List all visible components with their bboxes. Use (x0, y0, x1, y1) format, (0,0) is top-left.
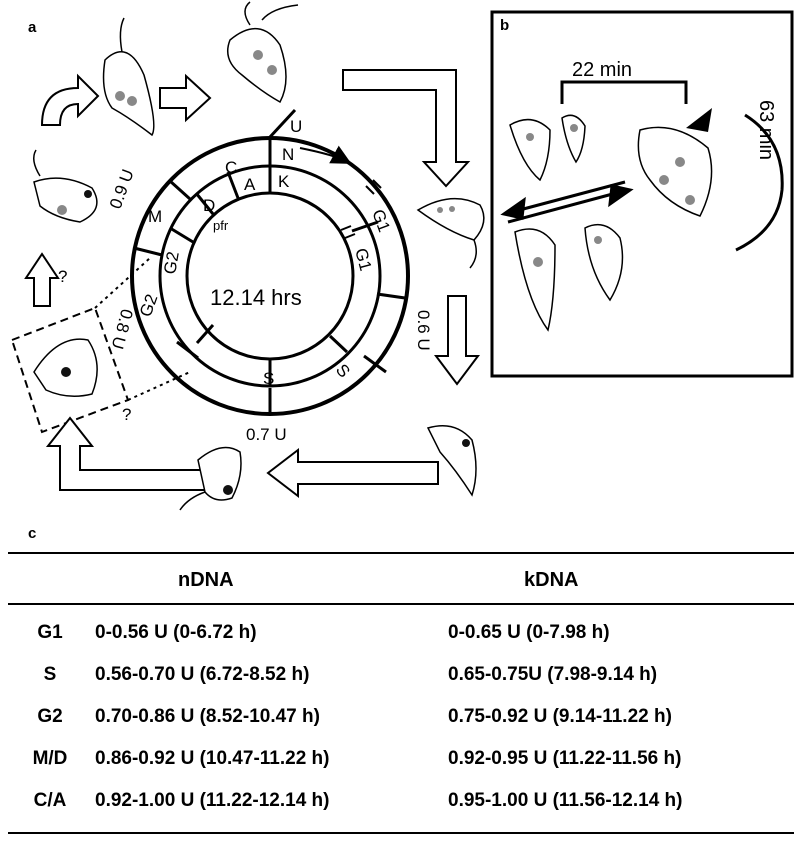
header-ndna: nDNA (178, 569, 234, 591)
table-row: S 0.56-0.70 U (6.72-8.52 h) 0.65-0.75U (… (0, 664, 800, 696)
segment-inner-g1: G1 (351, 246, 375, 273)
block-arrows (24, 69, 480, 499)
arrow-left-bottom (266, 447, 439, 499)
segment-outer-c: C (225, 158, 237, 177)
curved-arrow-start (40, 73, 100, 126)
table-bottom-rule (8, 832, 794, 834)
trypanosome-cells (33, 1, 485, 511)
kdna-cell: 0-0.65 U (0-7.98 h) (448, 622, 610, 643)
arrow-corner-top-right (342, 69, 471, 188)
panel-b-cells (509, 114, 713, 332)
exchange-arrows (500, 180, 634, 224)
panel-label-b: b (500, 17, 509, 34)
table-top-rule (8, 552, 794, 554)
question-mark-upper: ? (58, 267, 67, 286)
arrow-right-top (159, 73, 212, 123)
arrow-up-left (24, 252, 60, 307)
segment-outer-g2: G2 (136, 292, 162, 320)
panel-b-frame (490, 10, 794, 378)
ndna-cell: 0.70-0.86 U (8.52-10.47 h) (95, 706, 320, 727)
kdna-cell: 0.75-0.92 U (9.14-11.22 h) (448, 706, 672, 727)
segment-outer-s: S (263, 369, 274, 388)
bracket-22-min (560, 80, 688, 104)
kdna-cell: 0.65-0.75U (7.98-9.14 h) (448, 664, 658, 685)
table-header-rule (8, 603, 794, 605)
kdna-cell: 0.95-1.00 U (11.56-12.14 h) (448, 790, 683, 811)
ndna-cell: 0-0.56 U (0-6.72 h) (95, 622, 257, 643)
table-row: G2 0.70-0.86 U (8.52-10.47 h) 0.75-0.92 … (0, 706, 800, 738)
panel-label-c: c (28, 525, 36, 542)
ndna-cell: 0.56-0.70 U (6.72-8.52 h) (95, 664, 310, 685)
phase-cell: G2 (37, 706, 63, 727)
panel-label-a: a (28, 19, 37, 36)
table-row: G1 0-0.56 U (0-6.72 h) 0-0.65 U (0-7.98 … (0, 622, 800, 654)
unit-mark-09: 0.9 U (106, 167, 138, 212)
pfr-label: pfr (213, 218, 229, 233)
unit-mark-08: 0.8 U (108, 307, 137, 351)
segment-inner-k: K (278, 172, 290, 191)
dividing-cell-highlight-box (10, 257, 191, 434)
arrow-corner-bottom-left (45, 416, 216, 491)
arc-63-min (735, 113, 784, 252)
phase-cell: M/D (32, 748, 68, 769)
bracket-label: 22 min (572, 59, 632, 81)
segment-inner-d: D (203, 196, 215, 215)
ndna-cell: 0.92-1.00 U (11.22-12.14 h) (95, 790, 330, 811)
table-row: C/A 0.92-1.00 U (11.22-12.14 h) 0.95-1.0… (0, 790, 800, 822)
ndna-cell: 0.86-0.92 U (10.47-11.22 h) (95, 748, 330, 769)
segment-inner-a: A (244, 175, 256, 194)
segment-outer-m: M (148, 207, 162, 226)
header-kdna: kDNA (524, 569, 579, 591)
question-mark-lower: ? (122, 405, 131, 424)
arrow-down-right (434, 295, 480, 386)
table-row: M/D 0.86-0.92 U (10.47-11.22 h) 0.92-0.9… (0, 748, 800, 780)
phase-cell: C/A (33, 790, 67, 811)
arc-label: 63 min (755, 100, 777, 160)
unit-mark-1: U (290, 117, 302, 136)
cell-cycle-ring (130, 108, 410, 416)
unit-mark-06: 0.6 U (414, 310, 433, 351)
phase-cell: G1 (37, 622, 63, 643)
phase-cell: S (43, 664, 57, 685)
cycle-duration-label: 12.14 hrs (210, 285, 302, 310)
unit-mark-07: 0.7 U (246, 425, 287, 444)
arc-arrowhead (686, 108, 712, 132)
segment-inner-g2: G2 (160, 250, 183, 276)
segment-outer-n: N (282, 145, 294, 164)
kdna-cell: 0.92-0.95 U (11.22-11.56 h) (448, 748, 682, 769)
